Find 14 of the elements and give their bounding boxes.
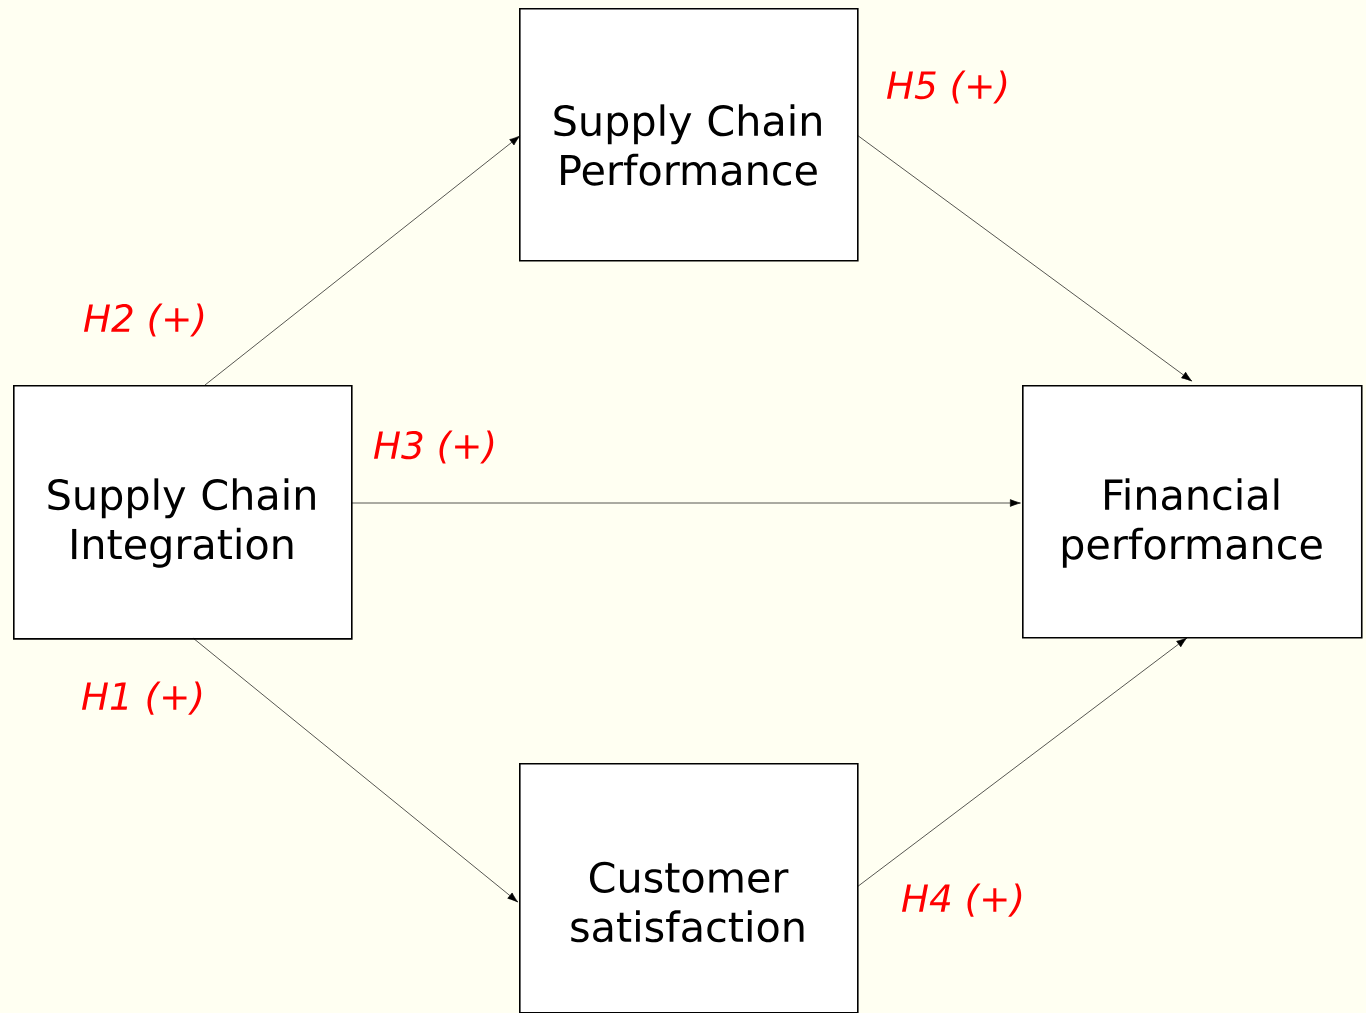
edge-label: H2 (+) xyxy=(83,303,204,337)
edge-label: H3 (+) xyxy=(373,430,494,464)
arrow xyxy=(192,637,519,903)
arrow xyxy=(856,134,1193,382)
arrow xyxy=(204,135,521,386)
arrow xyxy=(350,499,1021,507)
edge-label: H4 (+) xyxy=(901,883,1022,917)
edge-label: H5 (+) xyxy=(886,70,1007,104)
box: Supply Chain Performance xyxy=(519,8,859,262)
box: Financial performance xyxy=(1022,385,1363,639)
arrow xyxy=(856,637,1188,888)
edge-label: H1 (+) xyxy=(81,681,202,715)
box: Customer satisfaction xyxy=(519,763,859,1013)
box: Supply Chain Integration xyxy=(13,385,353,640)
